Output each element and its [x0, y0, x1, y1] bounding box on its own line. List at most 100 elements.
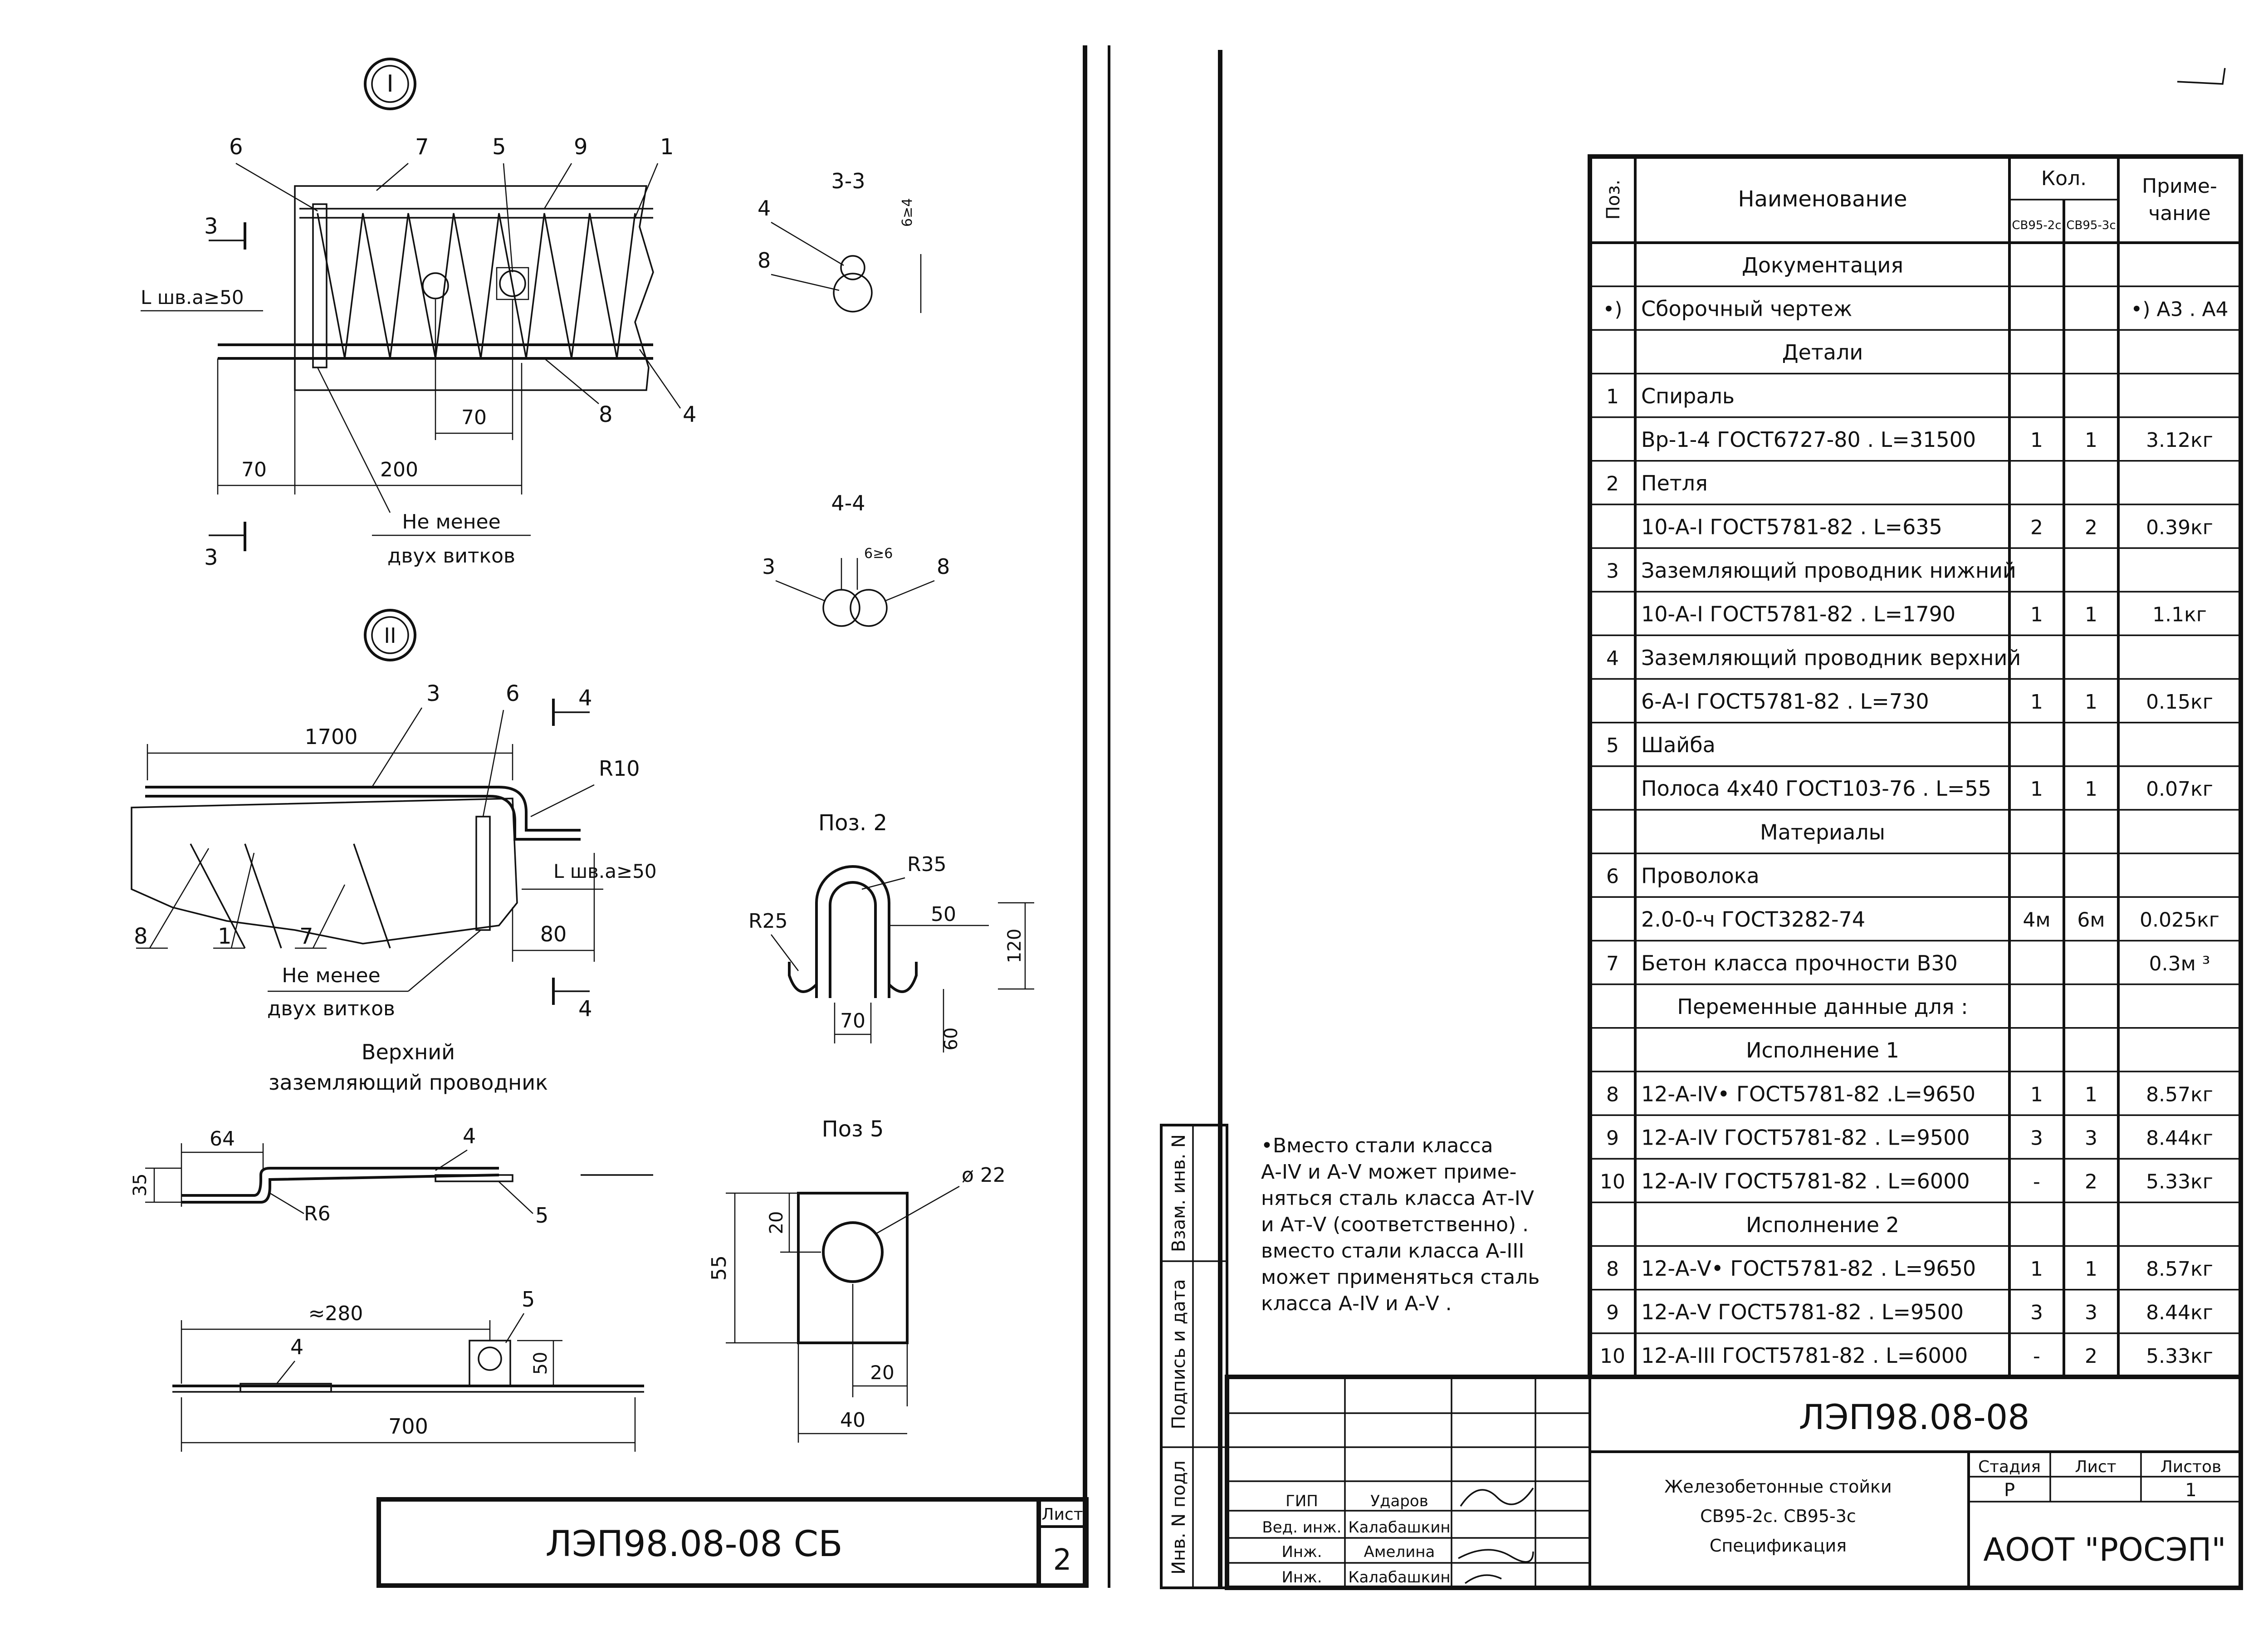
spec-pos: 7: [1606, 952, 1619, 975]
spec-qty-a: 1: [2030, 778, 2043, 801]
pos-5-dim-d22: ø 22: [962, 1164, 1006, 1187]
spec-qty-a: 1: [2030, 429, 2043, 452]
spec-name: 2.0-0-ч ГОСТ3282-74: [1641, 907, 1865, 932]
spec-note: 5.33кг: [2146, 1345, 2213, 1368]
view-II-title-2: заземляющий проводник: [269, 1070, 548, 1095]
view-I-note-2: двух витков: [387, 544, 515, 568]
sig-name-2: Калабашкин: [1348, 1518, 1450, 1537]
spec-name: Документация: [1742, 253, 1903, 277]
conductor-callout-4: 4: [463, 1124, 476, 1148]
view-II-dim-80: 80: [540, 922, 567, 946]
pos-2-dim-r35: R35: [907, 853, 947, 876]
spec-header-note-2: чание: [2148, 202, 2210, 225]
view-II-callout-8: 8: [134, 924, 148, 949]
spec-note: 0.025кг: [2140, 909, 2219, 932]
callout-5: 5: [492, 134, 506, 160]
view-II-callout-6: 6: [506, 681, 520, 706]
spec-name: 12-А-IV ГОСТ5781-82 . L=9500: [1641, 1125, 1970, 1150]
view-II-dim-1700: 1700: [304, 725, 357, 749]
spec-header-note-1: Приме-: [2142, 175, 2217, 198]
spec-qty-a: -: [2033, 1345, 2040, 1368]
spec-qty-b: 6м: [2077, 909, 2105, 932]
spec-header-pos: Поз.: [1603, 180, 1624, 220]
footnote-line: вместо стали класса А-III: [1261, 1239, 1524, 1263]
left-sheet-number: 2: [1053, 1543, 1072, 1577]
right-title-line-1: Железобетонные стойки: [1664, 1477, 1892, 1497]
view-II-note-2: двух витков: [267, 997, 395, 1020]
spec-qty-b: 3: [2085, 1126, 2097, 1150]
callout-7: 7: [415, 134, 429, 160]
spec-note: 5.33кг: [2146, 1170, 2213, 1194]
spec-qty-a: 2: [2030, 516, 2043, 539]
spec-name: Материалы: [1760, 820, 1885, 844]
view-II-marker-label: II: [384, 623, 396, 648]
pos-2-dim-120: 120: [1004, 929, 1025, 963]
right-title-line-3: Спецификация: [1710, 1536, 1847, 1556]
spec-qty-b: 3: [2085, 1301, 2097, 1324]
sig-role-3: Инж.: [1281, 1543, 1322, 1561]
section-4-4-title: 4-4: [831, 491, 865, 515]
view-I-marker: [364, 58, 416, 110]
conductor-dim-r6: R6: [304, 1202, 331, 1225]
footnote-line: и Ат-V (соответственно) .: [1261, 1213, 1529, 1236]
section-mark-3-bottom: 3: [204, 545, 218, 570]
spec-header-qty-b: СВ95-3с: [2066, 219, 2116, 232]
spec-name: 12-А-IV• ГОСТ5781-82 .L=9650: [1641, 1082, 1975, 1106]
spec-header-qty: Кол.: [2041, 167, 2087, 190]
spec-name: Исполнение 2: [1746, 1213, 1899, 1237]
right-title-line-2: СВ95-2с. СВ95-3с: [1700, 1506, 1856, 1526]
view-II-dim-r10: R10: [599, 756, 640, 781]
spec-qty-a: 1: [2030, 1258, 2043, 1281]
spec-name: Вр-1-4 ГОСТ6727-80 . L=31500: [1641, 427, 1976, 452]
view-II-lap-dim: L шв.а≥50: [553, 860, 657, 882]
spec-name: Заземляющий проводник верхний: [1641, 646, 2021, 670]
spec-pos: 6: [1606, 865, 1619, 888]
pos-2-loop: Поз. 2 R35 R25 50 120 70 60: [748, 810, 1034, 1053]
view-II-marker: [364, 609, 416, 661]
spec-qty-b: 1: [2085, 1083, 2097, 1106]
assembly-dim-700: 700: [388, 1414, 428, 1439]
view-I-spiral: [317, 213, 636, 359]
spec-qty-b: 2: [2085, 1345, 2097, 1368]
view-I-concrete-block: [294, 185, 654, 391]
section-3-3: 3-3 4 8 6≥4: [758, 169, 922, 313]
conductor-dim-35: 35: [130, 1174, 151, 1197]
view-I-lap-dim: L шв.а≥50: [141, 286, 244, 308]
callout-4: 4: [683, 402, 697, 427]
spec-note: 0.3м ³: [2149, 952, 2210, 975]
assembly-callout-4: 4: [290, 1335, 303, 1359]
sheet-label: Лист: [2075, 1458, 2116, 1476]
spec-pos: 5: [1606, 734, 1619, 757]
assembly-dim-280: ≈280: [308, 1302, 363, 1325]
pos-5-dim-20-b: 20: [870, 1361, 894, 1384]
assembly-callout-5: 5: [522, 1287, 535, 1312]
callout-6: 6: [229, 134, 243, 160]
signatures: ГИП Ударов Вед. инж. Калабашкин Инж. Аме…: [1262, 1492, 1450, 1586]
footnote-line: А-IV и А-V может приме-: [1261, 1160, 1517, 1184]
spec-pos: 4: [1606, 647, 1619, 670]
spec-note: 8.57кг: [2146, 1083, 2213, 1106]
spec-note: 1.1кг: [2152, 603, 2207, 627]
callout-1: 1: [660, 134, 674, 160]
spec-name: Проволока: [1641, 864, 1760, 888]
spec-qty-b: 1: [2085, 778, 2097, 801]
spec-note: 8.44кг: [2146, 1301, 2213, 1324]
callout-8: 8: [599, 402, 613, 427]
spec-note: 3.12кг: [2146, 429, 2213, 452]
section-3-3-title: 3-3: [831, 169, 865, 193]
pos-5-dim-20: 20: [766, 1211, 787, 1234]
spec-name: 6-А-I ГОСТ5781-82 . L=730: [1641, 689, 1929, 714]
pos-5-washer: Поз 5 ø 22 55 20 20 40: [708, 1116, 1006, 1443]
stage-value: Р: [2004, 1480, 2015, 1501]
spec-pos: 10: [1600, 1345, 1625, 1368]
pos-2-dim-60: 60: [941, 1028, 962, 1051]
spec-header-qty-a: СВ95-2с: [2012, 219, 2061, 232]
spec-name: Шайба: [1641, 733, 1716, 757]
spec-pos: 8: [1606, 1083, 1619, 1106]
spec-note: 8.44кг: [2146, 1126, 2213, 1150]
spec-note: 0.39кг: [2146, 516, 2213, 539]
view-I-dim-200: 200: [380, 458, 418, 481]
spec-header-name: Наименование: [1738, 186, 1907, 212]
view-II-callout-3: 3: [426, 681, 440, 706]
view-I-dim-70: 70: [241, 458, 267, 481]
